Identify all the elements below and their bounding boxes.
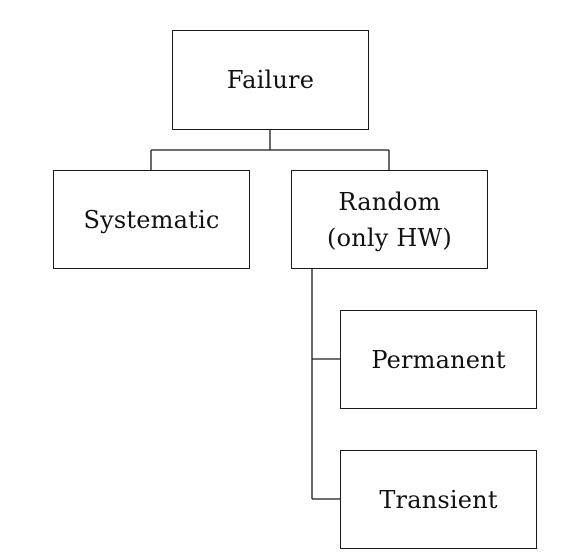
node-permanent-label: Permanent <box>371 345 506 374</box>
node-systematic-label: Systematic <box>83 205 220 234</box>
node-transient: Transient <box>340 450 537 549</box>
node-failure: Failure <box>172 30 369 130</box>
node-transient-label: Transient <box>379 485 498 514</box>
node-failure-label: Failure <box>226 66 315 94</box>
node-permanent: Permanent <box>340 310 537 409</box>
node-random: Random (only HW) <box>291 170 488 269</box>
node-systematic: Systematic <box>53 170 250 269</box>
node-random-label: Random (only HW) <box>327 187 452 252</box>
